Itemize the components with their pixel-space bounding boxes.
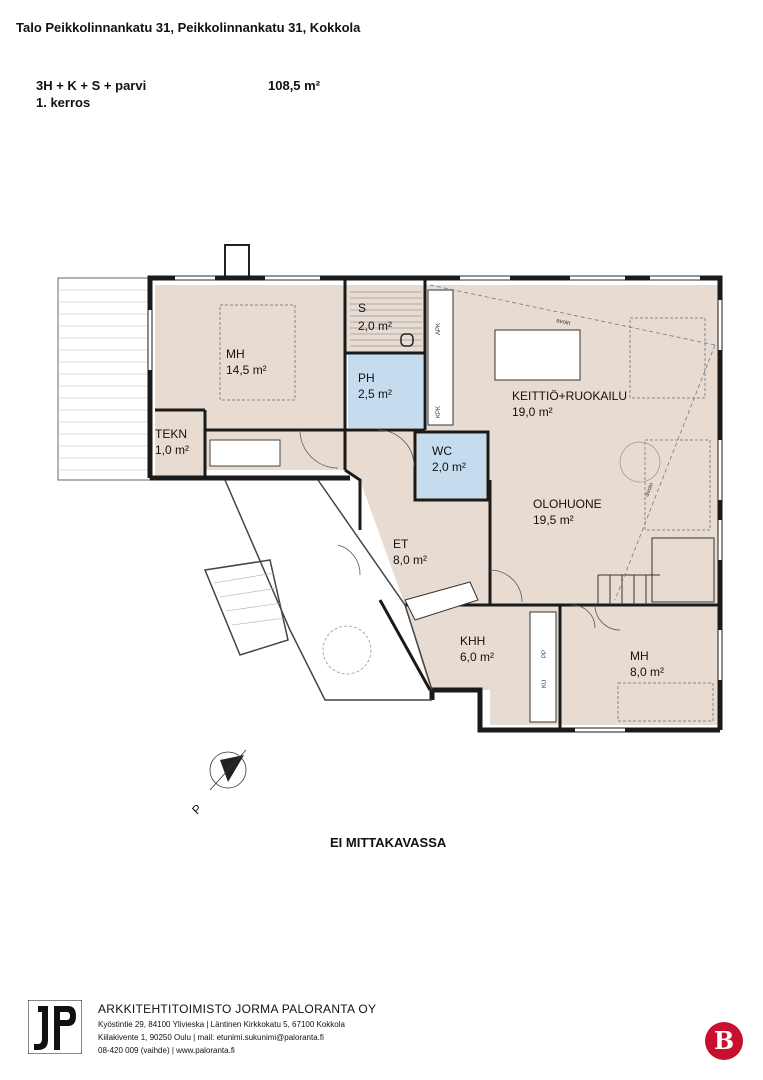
room-wc-area: 2,0 m² [432, 460, 466, 474]
door-swings [299, 429, 621, 631]
room-tekn-area: 1,0 m² [155, 443, 189, 457]
room-ph-name: PH [358, 371, 375, 385]
ku-label: KU [542, 680, 548, 688]
floor-plan: P MH 14,5 m² TEKN 1,0 m² S 2,0 m² PH 2,5… [57, 244, 723, 818]
north-arrow: P [189, 749, 247, 818]
room-tekn-name: TEKN [155, 427, 187, 441]
apartment-type: 3H + K + S + parvi [36, 78, 147, 93]
brand-badge: B [705, 1022, 743, 1060]
staircase [597, 537, 715, 605]
room-wc-name: WC [432, 444, 452, 458]
apk-label: APK [436, 323, 442, 335]
sauna-stove [400, 333, 414, 347]
room-ph-area: 2,5 m² [358, 387, 392, 401]
room-living-name: OLOHUONE [533, 497, 602, 511]
loft-opening [429, 284, 716, 601]
utility-cabinets [529, 611, 557, 723]
sofa [644, 439, 711, 531]
room-mh1-area: 14,5 m² [226, 363, 267, 377]
room-mh2-area: 8,0 m² [630, 665, 664, 679]
dining-table [629, 317, 706, 399]
address-title: Talo Peikkolinnankatu 31, Peikkolinnanka… [16, 20, 361, 35]
room-khh-area: 6,0 m² [460, 650, 494, 664]
svg-text:P: P [189, 802, 205, 818]
chimney [224, 244, 250, 278]
entrance-porch [203, 479, 433, 701]
single-bed [617, 682, 714, 722]
windows [148, 276, 722, 732]
wardrobe [209, 439, 281, 467]
kpk-label: KPK [436, 406, 442, 418]
firm-address-2: Kiilakivente 1, 90250 Oulu | mail: etuni… [98, 1033, 324, 1042]
room-labels: MH 14,5 m² TEKN 1,0 m² S 2,0 m² PH 2,5 m… [155, 301, 664, 679]
left-deck [57, 277, 151, 481]
room-et-area: 8,0 m² [393, 553, 427, 567]
avoin-label-1: avoin [556, 318, 571, 327]
room-mh1-name: MH [226, 347, 245, 361]
apartment-area: 108,5 m² [268, 78, 321, 93]
sauna-benches [350, 291, 422, 347]
patio-table [322, 625, 372, 675]
room-kitchen-name: KEITTIÖ+RUOKAILU [512, 389, 627, 403]
room-khh-name: KHH [460, 634, 485, 648]
coffee-table [619, 441, 661, 483]
firm-address-3: 08-420 009 (vaihde) | www.paloranta.fi [98, 1046, 235, 1055]
pp-label: PP [542, 650, 548, 658]
porch-steps [213, 572, 286, 626]
room-sauna-area: 2,0 m² [358, 319, 392, 333]
annotations: avoin avoin APK KPK PP KU [436, 318, 655, 688]
room-sauna-name: S [358, 301, 366, 315]
room-living-area: 19,5 m² [533, 513, 574, 527]
firm-name: ARKKITEHTITOIMISTO JORMA PALORANTA OY [98, 1002, 377, 1016]
room-mh2-name: MH [630, 649, 649, 663]
entry-cabinet [404, 581, 479, 621]
footer: ARKKITEHTITOIMISTO JORMA PALORANTA OY Ky… [28, 1000, 748, 1070]
kitchen-counters [427, 289, 581, 426]
floor-label: 1. kerros [36, 95, 91, 110]
firm-logo [28, 1000, 82, 1054]
room-kitchen-area: 19,0 m² [512, 405, 553, 419]
firm-address-1: Kyöstintie 29, 84100 Ylivieska | Läntine… [98, 1020, 345, 1029]
double-bed [219, 304, 296, 401]
room-et-name: ET [393, 537, 409, 551]
scale-note: EI MITTAKAVASSA [330, 835, 447, 850]
window-frames [175, 275, 700, 281]
avoin-label-2: avoin [644, 482, 655, 498]
